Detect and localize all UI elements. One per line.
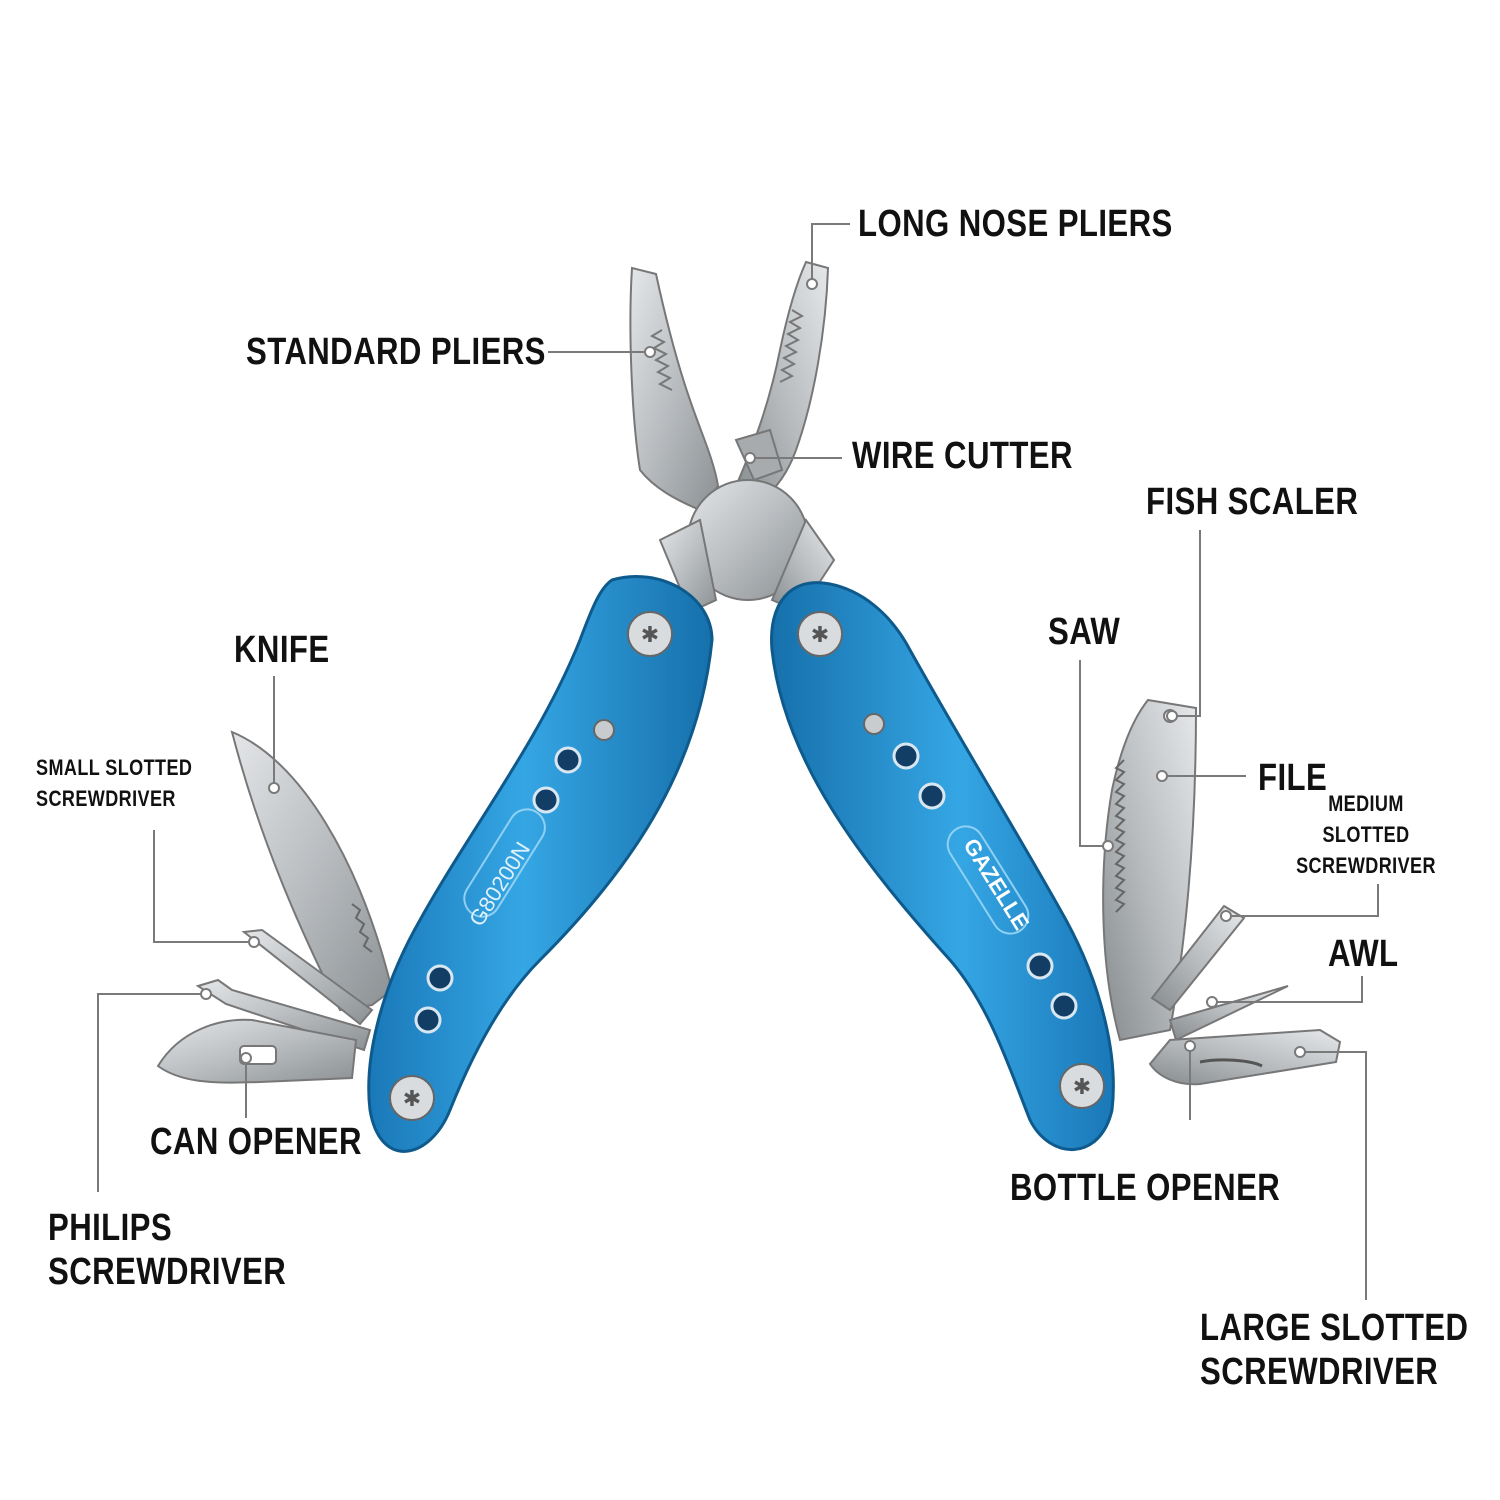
left-handle-body (367, 575, 714, 1153)
left-bottom-screw (389, 1075, 435, 1121)
left-hole-2 (532, 786, 560, 814)
label-medium-slotted-line-1: MEDIUM (1328, 791, 1404, 816)
leader-philips (97, 993, 206, 1192)
leader-dot-large-slotted (1294, 1046, 1306, 1058)
knife-serration (351, 903, 373, 953)
right-bottom-screw (1059, 1063, 1105, 1109)
label-awl: AWL (1328, 933, 1399, 975)
leader-dot-file (1156, 770, 1168, 782)
philips-screwdriver-tool (195, 978, 372, 1052)
left-handle: ✱ ✱ G80200N (367, 575, 714, 1153)
long-nose-pliers-teeth (779, 309, 805, 383)
right-handle: ✱ ✱ GAZELLE (770, 581, 1115, 1152)
leader-long-nose-pliers (811, 223, 850, 284)
leader-small-slotted (153, 830, 254, 943)
leader-dot-saw (1102, 840, 1114, 852)
bottle-opener-hook (1199, 1058, 1263, 1068)
left-hole-4 (414, 1006, 442, 1034)
label-bottle-opener: BOTTLE OPENER (1010, 1167, 1281, 1209)
leader-awl (1212, 976, 1363, 1003)
leader-dot-long-nose-pliers (806, 278, 818, 290)
label-medium-slotted-line-3: SCREWDRIVER (1296, 853, 1436, 878)
label-philips-line-2: SCREWDRIVER (48, 1251, 287, 1293)
left-top-screw (627, 611, 673, 657)
leader-dot-can-opener (240, 1052, 252, 1064)
leader-saw (1079, 660, 1108, 847)
left-bottom-screw-star: ✱ (403, 1087, 421, 1112)
left-tools (156, 730, 394, 1084)
label-small-slotted-screwdriver: SMALL SLOTTED SCREWDRIVER (36, 752, 192, 814)
label-wire-cutter: WIRE CUTTER (852, 435, 1073, 477)
label-standard-pliers: STANDARD PLIERS (246, 331, 546, 373)
medium-slotted-screwdriver-tool (1150, 904, 1246, 1012)
right-top-screw-star: ✱ (811, 623, 829, 648)
standard-pliers-teeth (649, 329, 673, 391)
label-medium-slotted-screwdriver: MEDIUM SLOTTED SCREWDRIVER (1292, 788, 1440, 881)
label-long-nose-pliers: LONG NOSE PLIERS (858, 203, 1173, 245)
label-large-slotted-line-1: LARGE SLOTTED (1200, 1307, 1469, 1349)
right-hole-2 (918, 782, 946, 810)
large-slotted-screwdriver-tool (1148, 1028, 1342, 1086)
leader-dot-bottle-opener (1184, 1040, 1196, 1052)
saw-teeth (1114, 759, 1126, 913)
label-small-slotted-line-2: SCREWDRIVER (36, 786, 176, 811)
wire-cutter-block (734, 428, 784, 482)
left-top-screw-star: ✱ (641, 623, 659, 648)
small-slotted-screwdriver-tool (241, 928, 374, 1026)
leader-dot-standard-pliers (644, 346, 656, 358)
label-file: FILE (1258, 757, 1328, 799)
right-brand-plate (946, 825, 1030, 935)
leader-dot-philips (200, 988, 212, 1000)
right-hole-1 (892, 742, 920, 770)
leader-dot-small-slotted (248, 936, 260, 948)
awl-tool (1168, 985, 1289, 1042)
label-medium-slotted-line-2: SLOTTED (1322, 822, 1410, 847)
label-philips-line-1: PHILIPS (48, 1207, 173, 1249)
leader-dot-fish-scaler (1166, 710, 1178, 722)
leader-fish-scaler (1172, 530, 1201, 717)
left-hole-1 (554, 746, 582, 774)
label-can-opener: CAN OPENER (150, 1121, 362, 1163)
label-fish-scaler: FISH SCALER (1146, 481, 1359, 523)
knife-blade (230, 730, 394, 1012)
right-top-screw (797, 611, 843, 657)
label-small-slotted-line-1: SMALL SLOTTED (36, 755, 193, 780)
right-handle-body (770, 581, 1115, 1152)
left-model-plate (463, 808, 546, 918)
leader-dot-knife (268, 782, 280, 794)
leader-dot-awl (1206, 996, 1218, 1008)
right-tools (1102, 698, 1342, 1086)
left-hole-3 (426, 964, 454, 992)
leader-medium-slotted (1226, 884, 1379, 917)
right-bottom-screw-star: ✱ (1073, 1075, 1091, 1100)
label-large-slotted-line-2: SCREWDRIVER (1200, 1351, 1439, 1393)
label-saw: SAW (1048, 611, 1121, 653)
leader-dot-wire-cutter (744, 452, 756, 464)
right-small-screw (863, 713, 885, 735)
label-large-slotted-screwdriver: LARGE SLOTTED SCREWDRIVER (1200, 1306, 1468, 1394)
leader-dot-medium-slotted (1220, 910, 1232, 922)
standard-pliers-jaw (629, 266, 720, 512)
right-hole-4 (1050, 992, 1078, 1020)
leader-large-slotted (1300, 1051, 1367, 1300)
label-knife: KNIFE (234, 629, 330, 671)
pliers-jaws (629, 260, 836, 614)
label-philips-screwdriver: PHILIPS SCREWDRIVER (48, 1206, 286, 1294)
leader-lines (97, 223, 1379, 1300)
left-small-screw (593, 719, 615, 741)
right-hole-3 (1026, 952, 1054, 980)
